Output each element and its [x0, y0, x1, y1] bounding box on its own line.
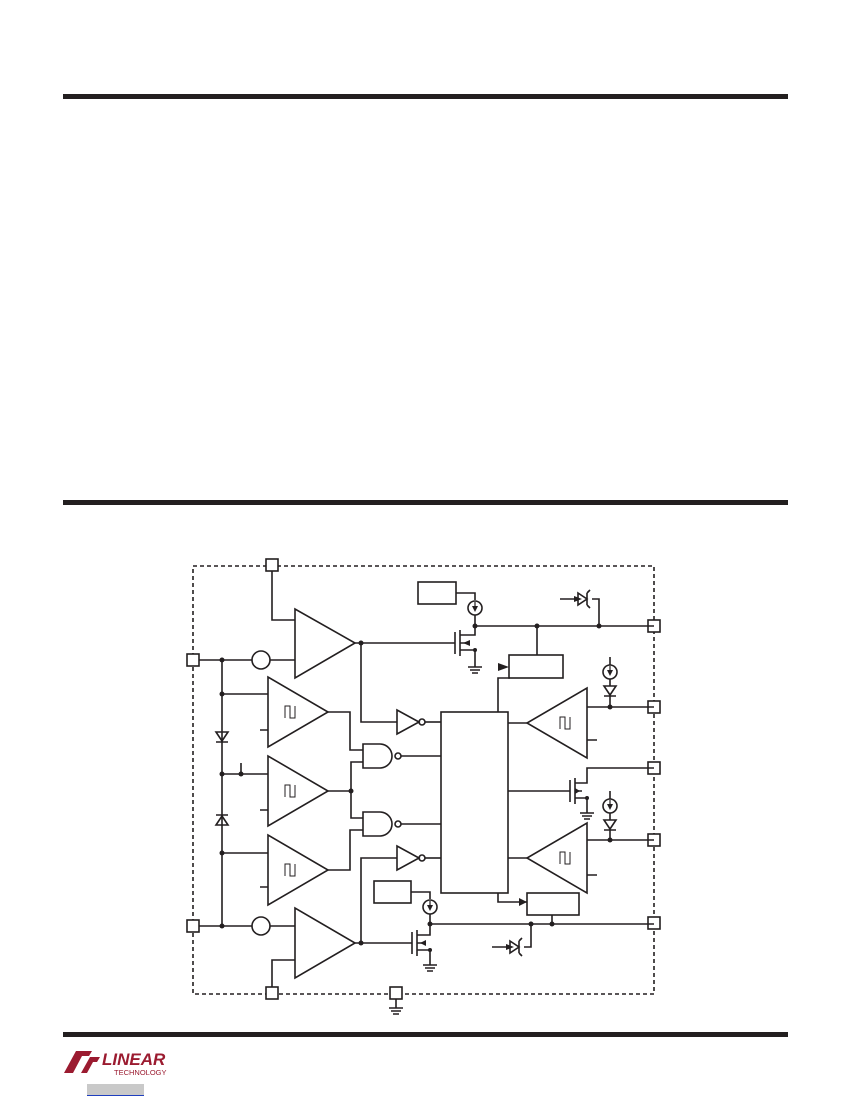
- upper-amplifier: [294, 607, 357, 680]
- right-pin-5: [647, 916, 661, 930]
- left-comparator-1: [267, 675, 330, 749]
- right-diode-2: [602, 819, 618, 840]
- ground-symbol: [389, 999, 403, 1015]
- top-left-pin: [265, 558, 279, 572]
- header-rule: [63, 94, 788, 99]
- lower-diode: [214, 814, 230, 826]
- upper-logic-box: [508, 654, 564, 679]
- chip-boundary: [192, 565, 655, 995]
- footer-rule: [63, 1032, 788, 1037]
- junction-dots: [219, 596, 613, 952]
- left-pin-lower: [186, 919, 200, 933]
- page-link[interactable]: [87, 1084, 144, 1096]
- linear-technology-logo: LINEAR TECHNOLOGY: [64, 1050, 167, 1077]
- bottom-pin: [265, 986, 279, 1000]
- upper-mosfet: [454, 624, 476, 660]
- right-comparator-1: [525, 686, 588, 760]
- section-rule: [63, 500, 788, 505]
- nand-gate-2: [362, 811, 393, 837]
- svg-text:LINEAR: LINEAR: [102, 1050, 166, 1069]
- left-comparator-3: [267, 833, 330, 907]
- ground-pin: [389, 986, 403, 1000]
- lower-amplifier: [294, 906, 357, 980]
- upper-zener: [560, 589, 600, 626]
- upper-diode: [214, 731, 230, 743]
- lower-zener: [492, 924, 532, 957]
- lower-logic-box: [526, 892, 580, 916]
- lower-inverter: [396, 844, 421, 872]
- left-comparator-2: [267, 754, 330, 828]
- upper-inverter: [396, 708, 421, 736]
- right-comparator-2: [525, 821, 588, 895]
- upper-reference-box: [417, 581, 457, 605]
- svg-text:TECHNOLOGY: TECHNOLOGY: [114, 1068, 167, 1077]
- left-pin-upper: [186, 653, 200, 667]
- right-diode-1: [602, 685, 618, 707]
- lower-mosfet: [411, 924, 431, 960]
- nand-gate-1: [362, 743, 393, 769]
- lower-source: [251, 916, 271, 936]
- upper-source: [251, 650, 271, 670]
- middle-mosfet: [569, 767, 654, 808]
- lower-reference-box: [373, 880, 412, 904]
- logic-block: [440, 711, 509, 894]
